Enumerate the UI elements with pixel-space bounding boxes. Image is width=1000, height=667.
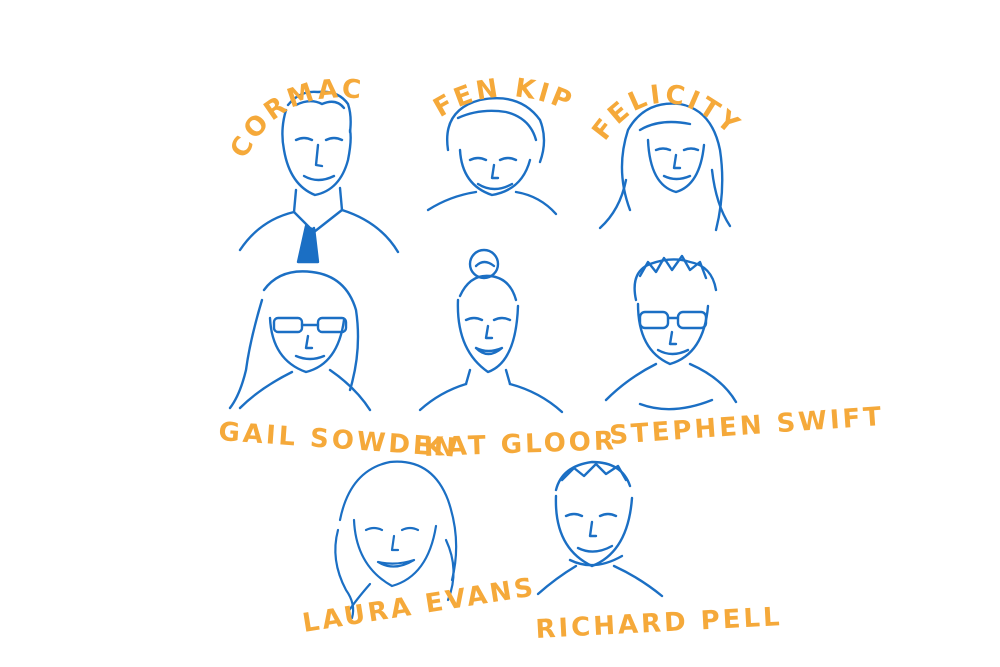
portrait-felicity-thow [598, 102, 732, 232]
portrait-fen-kipley [426, 97, 558, 216]
portrait-laura-evans [334, 460, 458, 620]
name-label-cormac-ryan: CORMAC RYAN [0, 0, 379, 163]
portrait-kat-gloor [418, 248, 564, 414]
name-label-laura-evans: LAURA EVANS [300, 572, 538, 639]
name-label-kat-gloor: KAT GLOOR [423, 426, 617, 463]
portrait-cormac-ryan [238, 90, 400, 264]
portrait-richard-pell [536, 460, 664, 598]
portrait-gail-sowden [228, 270, 372, 412]
name-label-stephen-swift: STEPHEN SWIFT [608, 402, 885, 451]
portrait-stephen-swift [604, 254, 738, 411]
name-label-richard-pell: RICHARD PELL [535, 602, 783, 645]
